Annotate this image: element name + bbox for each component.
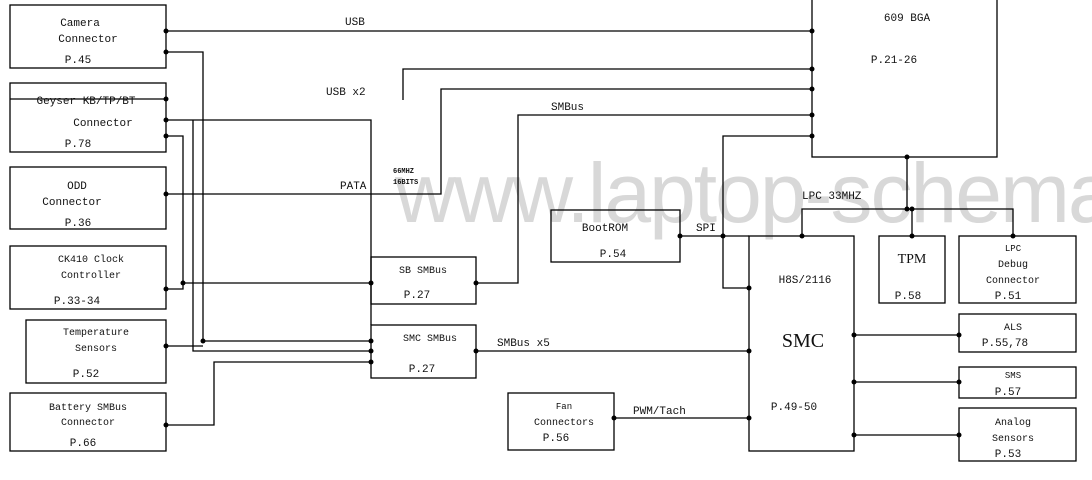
geyser-line2: Connector	[73, 118, 132, 130]
tpm-page: P.58	[895, 291, 921, 303]
camera-smbus-wire	[166, 51, 371, 342]
camera-connector-block: Camera Connector P.45	[9, 4, 167, 69]
camera-line2: Connector	[58, 34, 117, 46]
pata-label: PATA	[340, 181, 367, 193]
temperature-sensors-block: Temperature Sensors P.52	[25, 319, 167, 384]
lpc-debug-page: P.51	[995, 291, 1022, 303]
ck410-page: P.33-34	[54, 296, 101, 308]
pata-width-label: 16BITS	[393, 179, 418, 187]
als-block: ALS P.55,78	[958, 313, 1077, 353]
analog-line1: Analog	[995, 417, 1031, 429]
battery-page: P.66	[70, 438, 96, 450]
ck410-line2: Controller	[61, 270, 121, 282]
smbus-x5-label: SMBus x5	[497, 338, 550, 350]
pata-speed-label: 66MHZ	[393, 168, 414, 176]
lpc-debug-line2: Debug	[998, 259, 1028, 271]
smc-chip: H8S/2116	[779, 275, 832, 287]
spi-label: SPI	[696, 223, 716, 235]
lpc-label: LPC 33MHZ	[802, 191, 862, 203]
smc-name: SMC	[782, 330, 824, 352]
usbx2-wire	[402, 68, 812, 100]
lpc-debug-line1: LPC	[1005, 244, 1022, 254]
wires	[10, 30, 1014, 436]
odd-page: P.36	[65, 218, 91, 230]
geyser-smc-wire	[192, 120, 371, 352]
camera-line1: Camera	[60, 18, 100, 30]
fan-line1: Fan	[556, 402, 572, 412]
odd-line1: ODD	[67, 181, 87, 193]
bga-southbridge-block: 609 BGA P.21-26	[811, 0, 998, 158]
smc-block: H8S/2116 SMC P.49-50	[748, 235, 855, 452]
sms-block: SMS P.57	[958, 366, 1077, 399]
battery-line1: Battery SMBus	[49, 403, 127, 414]
smc-smbus-block: SMC SMBus P.27	[370, 324, 477, 379]
usb-label: USB	[345, 17, 365, 29]
fan-connectors-block: Fan Connectors P.56	[507, 392, 615, 451]
geyser-connector-block: Geyser KB/TP/BT Connector P.78	[9, 82, 167, 153]
camera-page: P.45	[65, 55, 91, 67]
bus-labels: USB USB x2 SMBus PATA 66MHZ 16BITS LPC 3…	[326, 17, 862, 418]
temperature-line1: Temperature	[63, 328, 129, 339]
analog-line2: Sensors	[992, 434, 1034, 445]
sb-smbus-line1: SB SMBus	[399, 266, 447, 277]
lpc-debug-line3: Connector	[986, 276, 1040, 287]
als-line1: ALS	[1004, 323, 1022, 334]
pata-wire	[166, 88, 812, 195]
odd-connector-block: ODD Connector P.36	[9, 166, 167, 230]
bga-smc-wire	[722, 135, 812, 289]
smc-smbus-line1: SMC SMBus	[403, 334, 457, 345]
battery-smbus-block: Battery SMBus Connector P.66	[9, 392, 167, 452]
lpc-debug-block: LPC Debug Connector P.51	[958, 235, 1077, 304]
battery-wire	[166, 361, 371, 426]
bootrom-line1: BootROM	[582, 223, 628, 235]
bga-page: P.21-26	[871, 55, 917, 67]
battery-line2: Connector	[61, 418, 115, 429]
analog-page: P.53	[995, 449, 1021, 461]
als-page: P.55,78	[982, 338, 1028, 350]
sms-line1: SMS	[1005, 371, 1021, 381]
bootrom-page: P.54	[600, 249, 627, 261]
fan-line2: Connectors	[534, 418, 594, 429]
watermark: www.laptop-schematics.com	[394, 146, 1092, 240]
smc-smbus-page: P.27	[409, 364, 435, 376]
bga-line1: 609 BGA	[884, 13, 931, 25]
geyser-sb-wire	[166, 119, 372, 325]
odd-line2: Connector	[42, 197, 101, 209]
smbus-label: SMBus	[551, 102, 584, 114]
ck410-block: CK410 Clock Controller P.33-34	[9, 245, 167, 310]
fan-page: P.56	[543, 433, 569, 445]
bootrom-block: BootROM P.54	[550, 209, 681, 263]
smbus-wire	[476, 114, 812, 284]
geyser-line1: Geyser KB/TP/BT	[36, 96, 135, 108]
geyser-page: P.78	[65, 139, 91, 151]
analog-sensors-block: Analog Sensors P.53	[958, 407, 1077, 462]
sb-smbus-page: P.27	[404, 290, 430, 302]
geyser-ck-wire	[166, 135, 184, 290]
sb-smbus-block: SB SMBus P.27	[370, 256, 477, 305]
temperature-page: P.52	[73, 369, 99, 381]
tpm-block: TPM P.58	[878, 235, 946, 304]
pwm-tach-label: PWM/Tach	[633, 406, 686, 418]
smc-page: P.49-50	[771, 402, 817, 414]
temperature-line2: Sensors	[75, 344, 117, 355]
tpm-line1: TPM	[898, 252, 927, 267]
usb-x2-label: USB x2	[326, 87, 366, 99]
ck410-line1: CK410 Clock	[58, 254, 124, 266]
sms-page: P.57	[995, 387, 1021, 399]
